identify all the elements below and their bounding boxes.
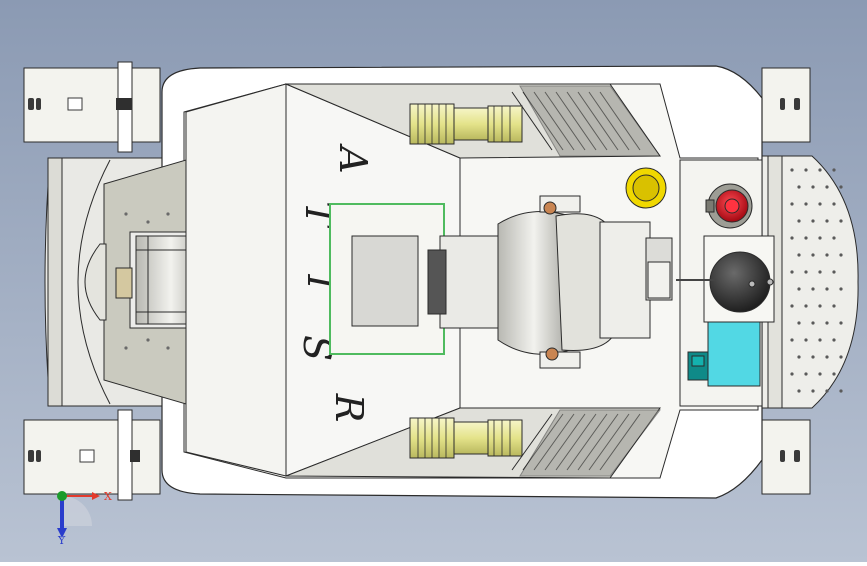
bumper-hole [797,321,801,325]
bumper-hole [797,185,801,189]
bumper-hole [797,389,801,393]
bumper-hole [832,236,836,240]
rear-dome [84,243,107,321]
bumper-hole [839,355,843,359]
bumper-hole [804,236,808,240]
emergency-stop-button[interactable] [705,183,753,229]
bumper-hole [797,355,801,359]
rear-ramp-bolts [124,212,170,350]
bumper-hole [804,202,808,206]
bumper-hole [839,185,843,189]
bumper-hole [839,253,843,257]
bumper-hole [832,168,836,172]
bumper-hole [790,304,794,308]
bumper-hole [804,270,808,274]
connector-bottom [409,417,523,459]
bumper-hole [818,372,822,376]
bumper-hole [804,304,808,308]
bumper-hole [832,338,836,342]
bumper-hole [825,389,829,393]
bumper-hole [790,372,794,376]
bumper-hole [839,287,843,291]
bumper-hole [811,355,815,359]
bumper-hole [825,219,829,223]
bumper-hole [818,202,822,206]
bumper-hole [818,304,822,308]
bumper-hole [811,219,815,223]
pan-tilt-camera [427,195,673,369]
vent-slot [511,91,553,151]
rear-bumper-rail [47,157,63,407]
display-screen [351,235,419,327]
bumper-hole [790,168,794,172]
track-slots [28,97,800,463]
dark-panel-top [519,85,661,157]
bumper-hole [818,168,822,172]
bumper-hole [839,219,843,223]
letter-r: R [327,393,371,423]
bumper-hole [790,338,794,342]
bumper-hole [804,338,808,342]
bumper-hole [825,287,829,291]
bumper-hole [804,168,808,172]
dark-panel-bottom [519,409,662,477]
center-deck [185,83,287,477]
bumper-hole [790,270,794,274]
connector-top [409,103,523,145]
track-top-right [761,67,811,143]
bumper-hole [825,253,829,257]
display-module [329,203,445,355]
bumper-hole [839,321,843,325]
rear-bumper-curve [77,159,111,405]
bumper-hole [818,270,822,274]
track-top-left [23,61,161,153]
bumper-hole [811,185,815,189]
axis-y-label: Y [57,534,66,547]
bumper-hole [825,355,829,359]
joystick[interactable] [676,235,775,323]
bumper-hole [790,236,794,240]
bumper-hole [790,202,794,206]
bumper-hole [832,202,836,206]
bumper-hole [804,372,808,376]
bumper-hole [818,338,822,342]
front-bumper-holes [790,168,843,393]
bumper-hole [797,287,801,291]
bumper-hole [839,389,843,393]
bumper-hole [811,253,815,257]
bumper-hole [797,253,801,257]
bumper-hole [825,321,829,325]
yellow-reset-button[interactable] [625,167,667,209]
bumper-hole [811,287,815,291]
bumper-hole [832,270,836,274]
bumper-hole [832,372,836,376]
bronze-pivot-bottom [545,347,559,361]
coordinate-triad: X Y [57,490,112,547]
bronze-pivot-top [543,201,557,215]
bumper-hole [832,304,836,308]
bumper-hole [797,219,801,223]
letter-a: A [331,143,375,173]
bumper-hole [811,389,815,393]
bumper-hole [825,185,829,189]
axis-x-label: X [104,490,112,503]
bumper-hole [811,321,815,325]
battery-pack [687,321,761,387]
vent-slot [511,413,553,471]
track-bottom-right [761,419,811,495]
connector-ribs [417,104,511,458]
bumper-hole [818,236,822,240]
